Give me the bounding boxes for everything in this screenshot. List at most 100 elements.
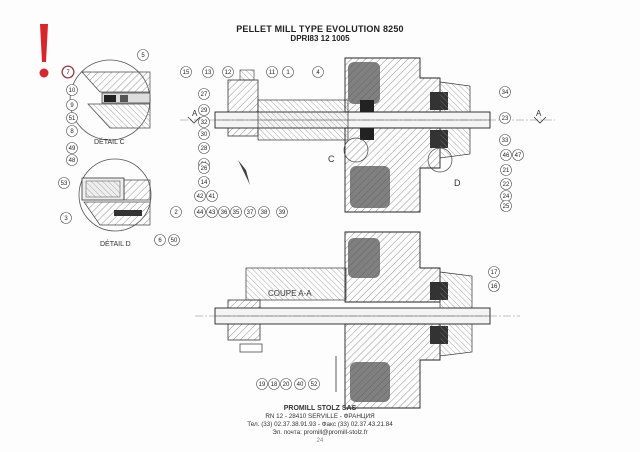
callout-label: 48 (69, 158, 76, 164)
callout-13: 13 (202, 66, 214, 78)
callout-40: 40 (294, 378, 306, 390)
callout-24: 24 (500, 190, 512, 202)
callout-label: 4 (316, 70, 320, 76)
callout-33: 33 (499, 134, 511, 146)
callout-label: 3 (64, 216, 68, 222)
callout-11: 11 (266, 66, 278, 78)
callout-label: 17 (491, 270, 498, 276)
callout-label: 44 (197, 210, 204, 216)
view-label: COUPE A-A (268, 289, 312, 298)
callout-label: 1 (286, 70, 290, 76)
callout-4: 4 (312, 66, 324, 78)
callout-53: 53 (58, 177, 70, 189)
view-label: A (192, 109, 198, 118)
callout-label: 51 (69, 116, 76, 122)
callout-20: 20 (280, 378, 292, 390)
part-callouts: 5710951849485332650151312111427293230283… (58, 49, 524, 390)
callout-1: 1 (282, 66, 294, 78)
callout-47: 47 (512, 149, 524, 161)
callout-35: 35 (230, 206, 242, 218)
callout-26: 26 (198, 162, 210, 174)
callout-18: 18 (268, 378, 280, 390)
page-number: 24 (316, 438, 324, 444)
callout-label: 9 (70, 103, 74, 109)
upper-section-view (180, 57, 555, 213)
callout-label: 40 (297, 382, 304, 388)
callout-46: 46 (500, 149, 512, 161)
company-name: PROMILL STOLZ SAS (283, 405, 357, 412)
callout-label: 23 (502, 116, 509, 122)
callout-label: 46 (503, 153, 510, 159)
callout-label: 32 (201, 120, 208, 126)
callout-label: 21 (503, 168, 510, 174)
callout-label: 24 (503, 194, 510, 200)
callout-label: 14 (201, 180, 208, 186)
company-phone-fax: Тел. (33) 02.37.38.91.93 - Факс (33) 02.… (247, 421, 393, 428)
callout-37: 37 (244, 206, 256, 218)
callout-label: 37 (247, 210, 254, 216)
callout-43: 43 (206, 206, 218, 218)
callout-50: 50 (168, 234, 180, 246)
callout-label: 12 (225, 70, 232, 76)
callout-label: 39 (279, 210, 286, 216)
callout-label: 27 (201, 92, 208, 98)
callout-16: 16 (488, 280, 500, 292)
callout-36: 36 (218, 206, 230, 218)
callout-label: 30 (201, 132, 208, 138)
callout-label: 10 (69, 88, 76, 94)
callout-49: 49 (66, 142, 78, 154)
callout-label: 33 (502, 138, 509, 144)
callout-label: 15 (183, 70, 190, 76)
detail-c-view (69, 59, 151, 141)
callout-34: 34 (499, 86, 511, 98)
callout-51: 51 (66, 112, 78, 124)
callout-32: 32 (198, 116, 210, 128)
callout-3: 3 (60, 212, 72, 224)
callout-label: 52 (311, 382, 318, 388)
callout-label: 29 (201, 108, 208, 114)
callout-30: 30 (198, 128, 210, 140)
callout-22: 22 (500, 178, 512, 190)
warning-mark-icon (39, 24, 49, 78)
callout-25: 25 (500, 200, 512, 212)
drawing-title: PELLET MILL TYPE EVOLUTION 8250 (236, 24, 404, 34)
callout-label: 34 (502, 90, 509, 96)
callout-38: 38 (258, 206, 270, 218)
company-address: RN 12 - 28410 SERVILLE - ФРАНЦИЯ (265, 413, 375, 420)
callout-label: 38 (261, 210, 268, 216)
callout-label: 42 (197, 194, 204, 200)
callout-7: 7 (62, 66, 74, 78)
callout-8: 8 (66, 125, 78, 137)
callout-19: 19 (256, 378, 268, 390)
callout-23: 23 (499, 112, 511, 124)
callout-29: 29 (198, 104, 210, 116)
callout-44: 44 (194, 206, 206, 218)
callout-14: 14 (198, 176, 210, 188)
callout-label: 26 (201, 166, 208, 172)
callout-42: 42 (194, 190, 206, 202)
callout-label: 6 (158, 238, 162, 244)
view-label: C (328, 154, 335, 164)
callout-15: 15 (180, 66, 192, 78)
callout-10: 10 (66, 84, 78, 96)
callout-label: 19 (259, 382, 266, 388)
callout-9: 9 (66, 99, 78, 111)
callout-39: 39 (276, 206, 288, 218)
callout-17: 17 (488, 266, 500, 278)
callout-label: 2 (174, 210, 178, 216)
callout-label: 16 (491, 284, 498, 290)
view-label: DÉTAIL D (100, 239, 131, 248)
callout-label: 13 (205, 70, 212, 76)
callout-label: 41 (209, 194, 216, 200)
lower-section-view (195, 231, 520, 409)
callout-label: 50 (171, 238, 178, 244)
callout-label: 7 (66, 70, 70, 76)
callout-label: 5 (141, 53, 145, 59)
callout-label: 25 (503, 204, 510, 210)
view-label: DÉTAIL C (94, 137, 125, 146)
callout-12: 12 (222, 66, 234, 78)
view-label: D (454, 178, 461, 188)
callout-label: 53 (61, 181, 68, 187)
